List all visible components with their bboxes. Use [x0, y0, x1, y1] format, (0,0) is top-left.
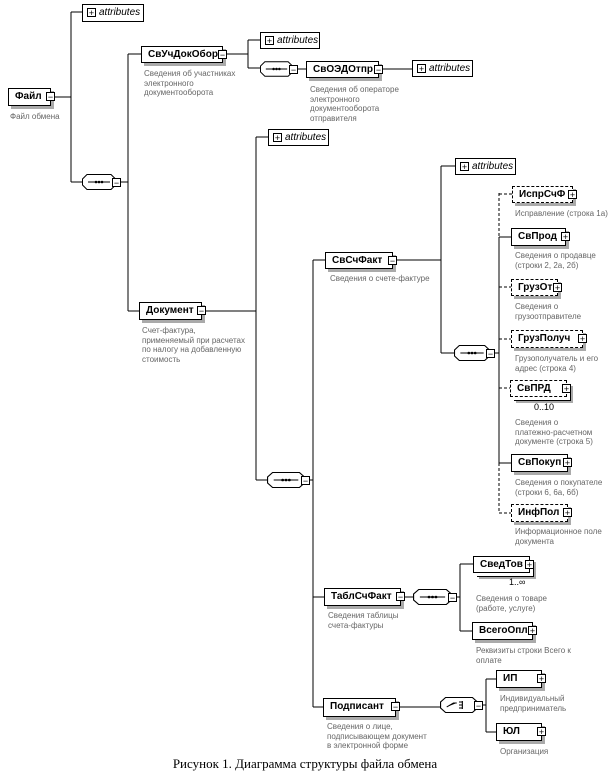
element-file[interactable]: Файл− [8, 88, 55, 106]
expand-icon[interactable]: + [528, 626, 537, 636]
caption-payment-doc: Сведения о платежно-расчетном документе … [515, 418, 593, 446]
sequence-compositor[interactable]: − [454, 345, 495, 361]
expand-icon[interactable]: + [537, 727, 546, 737]
caption-document: Счет-фактура, применяемый при расчетах п… [142, 326, 245, 364]
caption-signer: Сведения о лице, подписывающем документ … [327, 722, 427, 750]
element-buyer[interactable]: СвПокуп+ [511, 454, 572, 472]
caption-buyer: Сведения о покупателе (строки 6, 6а, 6б) [515, 478, 603, 497]
caption-seller: Сведения о продавце (строки 2, 2а, 2б) [515, 251, 596, 270]
element-total[interactable]: ВсегоОпл+ [472, 622, 537, 640]
file-attributes[interactable]: +attributes [82, 4, 144, 22]
expand-icon[interactable]: + [563, 508, 572, 518]
caption-consignee: Грузополучатель и его адрес (строка 4) [515, 354, 599, 373]
sequence-compositor[interactable]: − [82, 174, 121, 190]
caption-info-field: Информационное поле документа [515, 527, 602, 546]
sequence-compositor[interactable]: − [260, 61, 298, 77]
element-shipper[interactable]: ГрузОт+ [511, 279, 562, 296]
invoice-attributes[interactable]: +attributes [455, 158, 516, 175]
element-payment-doc[interactable]: СвПРД+ [510, 380, 571, 397]
collapse-icon[interactable]: − [448, 593, 457, 603]
collapse-icon[interactable]: − [396, 592, 405, 602]
expand-icon[interactable]: + [537, 674, 546, 684]
caption-correction: Исправление (строка 1а) [515, 209, 608, 218]
element-seller[interactable]: СвПрод+ [511, 228, 570, 246]
sequence-compositor[interactable]: − [267, 472, 310, 488]
document-attributes[interactable]: +attributes [268, 129, 329, 146]
caption-total: Реквизиты строки Всего к оплате [476, 646, 571, 665]
caption-participants: Сведения об участниках электронного доку… [144, 69, 236, 97]
occurrence-payment-doc: 0..10 [534, 402, 555, 412]
expand-icon[interactable]: + [563, 458, 572, 468]
element-correction[interactable]: ИспрСчФ+ [512, 186, 577, 203]
collapse-icon[interactable]: − [301, 476, 310, 486]
caption-file: Файл обмена [10, 112, 60, 121]
element-ul[interactable]: ЮЛ+ [496, 723, 546, 741]
collapse-icon[interactable]: − [391, 702, 400, 712]
element-participants[interactable]: СвУчДокОбор− [141, 46, 227, 63]
expand-icon[interactable]: + [562, 384, 571, 394]
expand-icon[interactable]: + [578, 334, 587, 344]
element-info-field[interactable]: ИнфПол+ [511, 504, 572, 522]
collapse-icon[interactable]: − [46, 92, 55, 102]
collapse-icon[interactable]: − [474, 701, 483, 711]
expand-icon[interactable]: + [568, 190, 577, 200]
caption-ul: Организация [500, 747, 549, 756]
element-consignee[interactable]: ГрузПолуч+ [511, 330, 587, 348]
element-ip[interactable]: ИП+ [496, 670, 546, 688]
caption-table: Сведения таблицы счета-фактуры [328, 611, 399, 630]
collapse-icon[interactable]: − [486, 349, 495, 359]
caption-goods: Сведения о товаре (работе, услуге) [476, 594, 547, 613]
expand-icon: + [265, 36, 274, 46]
element-goods[interactable]: СведТов+ [473, 556, 534, 573]
element-invoice[interactable]: СвСчФакт− [325, 252, 397, 269]
choice-compositor[interactable]: − [440, 697, 483, 713]
collapse-icon[interactable]: − [374, 65, 383, 75]
element-signer[interactable]: Подписант− [323, 698, 400, 717]
figure-caption: Рисунок 1. Диаграмма структуры файла обм… [172, 756, 438, 771]
element-table[interactable]: ТаблСчФакт− [324, 588, 405, 606]
occurrence-goods: 1..∞ [509, 577, 526, 587]
element-document[interactable]: Документ− [139, 302, 206, 320]
expand-icon: + [87, 8, 96, 18]
caption-invoice: Сведения о счете-фактуре [330, 274, 430, 283]
expand-icon: + [417, 64, 426, 74]
expand-icon: + [460, 162, 469, 172]
caption-ip: Индивидуальный предприниматель [500, 694, 567, 713]
operator-attributes[interactable]: +attributes [412, 60, 473, 77]
collapse-icon[interactable]: − [197, 306, 206, 316]
caption-operator: Сведения об операторе электронного докум… [310, 85, 399, 123]
expand-icon: + [273, 133, 282, 143]
caption-shipper: Сведения о грузоотправителе [515, 302, 582, 321]
collapse-icon[interactable]: − [112, 178, 121, 188]
expand-icon[interactable]: + [561, 232, 570, 242]
expand-icon[interactable]: + [553, 283, 562, 293]
collapse-icon[interactable]: − [218, 50, 227, 60]
collapse-icon[interactable]: − [388, 256, 397, 266]
element-operator[interactable]: СвОЭДОтпр− [306, 61, 383, 78]
expand-icon[interactable]: + [525, 560, 534, 570]
sequence-compositor[interactable]: − [413, 589, 457, 605]
participants-attributes[interactable]: +attributes [260, 32, 320, 49]
collapse-icon[interactable]: − [289, 65, 298, 75]
